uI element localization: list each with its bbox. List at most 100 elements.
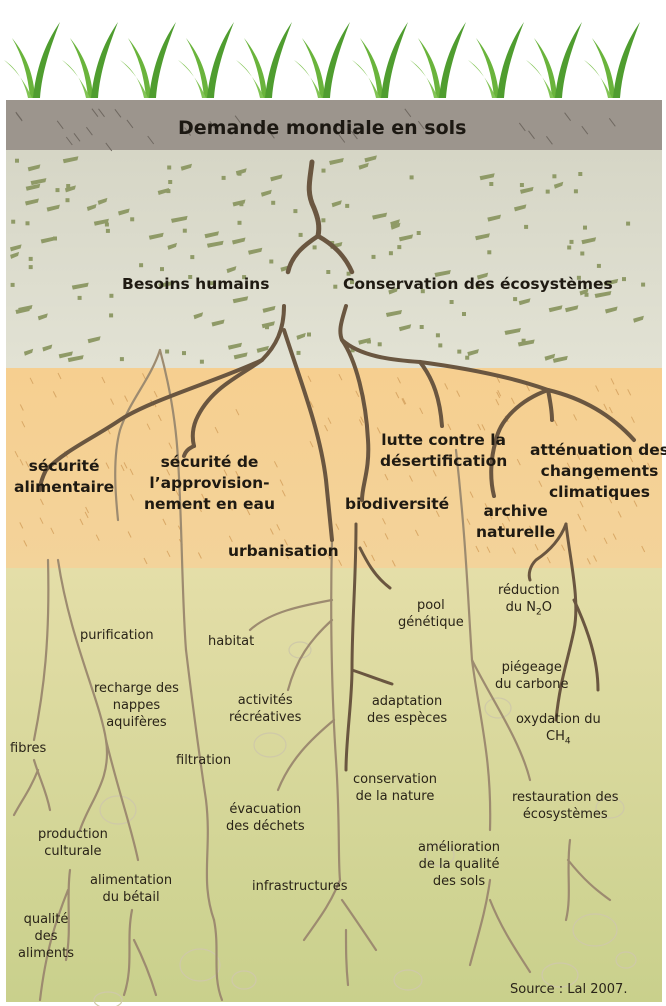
- sky-background: [0, 0, 666, 100]
- soil-speckle: [552, 174, 556, 178]
- label-archive-naturelle: archive naturelle: [476, 501, 555, 543]
- label-securite-eau: sécurité de l’approvision- nement en eau: [144, 452, 275, 515]
- soil-speckle: [190, 255, 194, 259]
- soil-speckle: [417, 231, 421, 235]
- label-production-culturale: production culturale: [38, 827, 108, 861]
- soil-speckle: [333, 285, 337, 289]
- soil-speckle: [457, 350, 461, 354]
- soil-speckle: [389, 251, 393, 255]
- soil-speckle: [238, 172, 242, 176]
- label-reduction-line1: réduction: [498, 583, 560, 598]
- soil-speckle: [139, 263, 143, 267]
- label-conservation-ecosystemes: Conservation des écosystèmes: [343, 274, 613, 295]
- soil-speckle: [345, 204, 349, 208]
- label-purification: purification: [80, 628, 154, 645]
- soil-speckle: [29, 257, 33, 261]
- label-ch4-ch: CH: [546, 729, 565, 744]
- soil-speckle: [120, 357, 124, 361]
- soil-speckle: [78, 296, 82, 300]
- soil-speckle: [622, 277, 626, 281]
- soil-speckle: [299, 233, 303, 237]
- label-n2o-o: O: [542, 600, 552, 615]
- label-desertification: lutte contre la désertification: [380, 430, 507, 472]
- source-credit: Source : Lal 2007.: [510, 982, 627, 999]
- soil-speckle: [487, 250, 491, 254]
- label-biodiversite: biodiversité: [345, 494, 449, 515]
- soil-speckle: [397, 245, 401, 249]
- soil-speckle: [29, 265, 33, 269]
- soil-speckle: [578, 172, 582, 176]
- label-n2o-du: du N: [506, 600, 536, 615]
- soil-speckle: [322, 169, 326, 173]
- soil-speckle: [106, 229, 110, 233]
- soil-speckle: [271, 201, 275, 205]
- soil-speckle: [372, 255, 376, 259]
- soil-speckle: [222, 176, 226, 180]
- soil-speckle: [66, 184, 70, 188]
- soil-speckle: [11, 220, 15, 224]
- soil-speckle: [183, 229, 187, 233]
- soil-speckle: [269, 260, 273, 264]
- soil-speckle: [109, 294, 113, 298]
- soil-speckle: [167, 166, 171, 170]
- label-attenuation-climat: atténuation des changements climatiques: [530, 440, 666, 503]
- soil-speckle: [570, 240, 574, 244]
- soil-speckle: [420, 325, 424, 329]
- label-pool-genetique: pool génétique: [398, 598, 464, 632]
- soil-speckle: [297, 351, 301, 355]
- soil-speckle: [200, 360, 204, 364]
- soil-speckle: [26, 221, 30, 225]
- label-activites-recreatives: activités récréatives: [229, 693, 301, 727]
- soil-speckle: [367, 340, 371, 344]
- soil-speckle: [165, 350, 169, 354]
- soil-speckle: [238, 221, 242, 225]
- label-amelioration-sols: amélioration de la qualité des sols: [418, 840, 500, 891]
- label-oxydation-ch4: oxydation du CH4: [516, 712, 601, 748]
- soil-speckle: [109, 313, 113, 317]
- soil-speckle: [410, 175, 414, 179]
- soil-speckle: [53, 237, 57, 241]
- label-reduction-n2o: réduction du N2O: [498, 583, 560, 619]
- soil-speckle: [626, 222, 630, 226]
- soil-speckle: [462, 312, 466, 316]
- label-ch4-subscript: 4: [565, 736, 571, 746]
- label-filtration: filtration: [176, 753, 231, 770]
- soil-speckle: [321, 218, 325, 222]
- soil-speckle: [326, 270, 330, 274]
- soil-speckle: [293, 209, 297, 213]
- label-piegeage-carbone: piégeage du carbone: [495, 660, 569, 694]
- soil-speckle: [465, 356, 469, 360]
- label-recharge-nappes: recharge des nappes aquifères: [94, 681, 179, 732]
- diagram-title: Demande mondiale en sols: [178, 116, 466, 141]
- soil-speckle: [66, 198, 70, 202]
- label-restauration-ecosystemes: restauration des écosystèmes: [512, 790, 619, 824]
- label-besoins-humains: Besoins humains: [122, 274, 269, 295]
- soil-speckle: [513, 297, 517, 301]
- soil-speckle: [166, 189, 170, 193]
- soil-speckle: [307, 333, 311, 337]
- label-infrastructures: infrastructures: [252, 879, 348, 896]
- soil-speckle: [641, 283, 645, 287]
- soil-speckle: [520, 183, 524, 187]
- label-habitat: habitat: [208, 634, 254, 651]
- label-fibres: fibres: [10, 741, 46, 758]
- soil-speckle: [574, 189, 578, 193]
- label-urbanisation: urbanisation: [228, 541, 339, 562]
- soil-speckle: [130, 217, 134, 221]
- soil-speckle: [436, 333, 440, 337]
- label-evacuation-dechets: évacuation des déchets: [226, 802, 305, 836]
- soil-speckle: [583, 226, 587, 230]
- soil-speckle: [489, 182, 493, 186]
- soil-speckle: [182, 351, 186, 355]
- soil-speckle: [168, 180, 172, 184]
- label-adaptation-especes: adaptation des espèces: [367, 694, 447, 728]
- soil-speckle: [546, 190, 550, 194]
- soil-speckle: [524, 225, 528, 229]
- label-alimentation-betail: alimentation du bétail: [90, 873, 172, 907]
- soil-speckle: [160, 267, 164, 271]
- label-qualite-aliments: qualité des aliments: [18, 912, 74, 963]
- soil-speckle: [597, 264, 601, 268]
- label-conservation-nature: conservation de la nature: [353, 772, 437, 806]
- grey-soil-layer: [6, 150, 662, 368]
